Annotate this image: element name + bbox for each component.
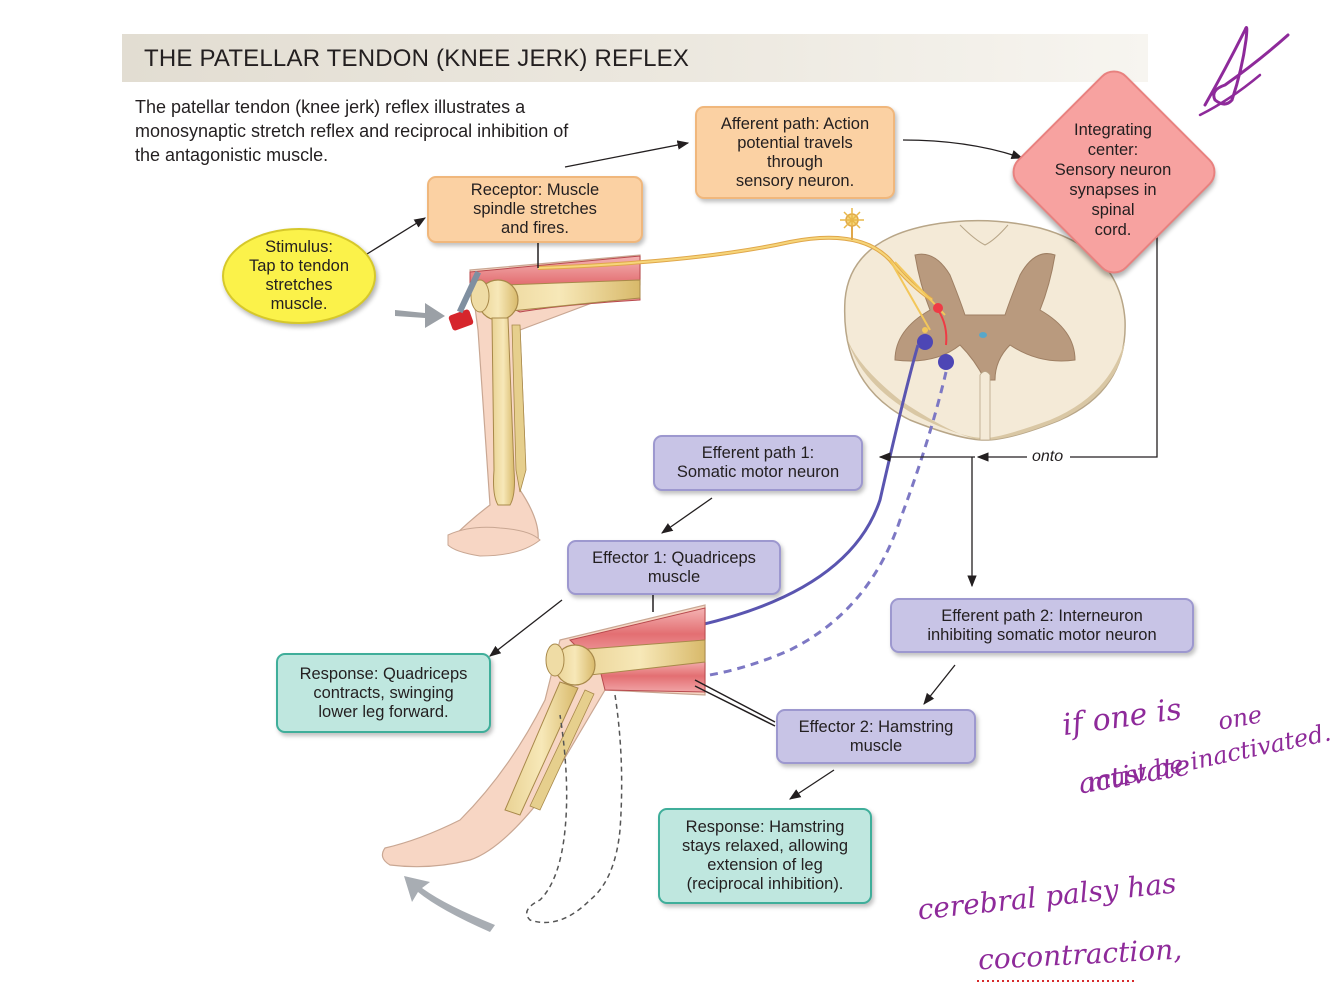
efferent-path-1-box: Efferent path 1: Somatic motor neuron (653, 435, 863, 491)
afferent-path-box: Afferent path: Action potential travels … (695, 106, 895, 199)
response-2-box: Response: Hamstring stays relaxed, allow… (658, 808, 872, 904)
afferent-path-label: Afferent path: Action potential travels … (720, 114, 870, 190)
integrating-center-label: Integrating center: Sensory neuron synap… (1054, 121, 1172, 239)
motor-neurons (672, 309, 954, 685)
upper-leg-illustration (395, 254, 641, 557)
page-title: THE PATELLAR TENDON (KNEE JERK) REFLEX (144, 45, 690, 72)
effector-1-label: Effector 1: Quadriceps muscle (592, 548, 756, 586)
efferent-path-2-label: Efferent path 2: Interneuron inhibiting … (927, 606, 1157, 644)
response-1-box: Response: Quadriceps contracts, swinging… (276, 653, 491, 733)
receptor-label: Receptor: Muscle spindle stretches and f… (470, 181, 600, 237)
lower-leg-illustration (381, 604, 706, 932)
sensory-neuron (537, 208, 946, 333)
receptor-box: Receptor: Muscle spindle stretches and f… (427, 176, 643, 243)
effector-2-box: Effector 2: Hamstring muscle (776, 709, 976, 764)
spinal-cord-illustration (843, 219, 1126, 441)
title-bar: THE PATELLAR TENDON (KNEE JERK) REFLEX (122, 34, 1148, 82)
response-2-label: Response: Hamstring stays relaxed, allow… (682, 818, 848, 893)
efferent-path-1-label: Efferent path 1: Somatic motor neuron (676, 444, 840, 481)
stimulus-label: Stimulus: Tap to tendon stretches muscle… (249, 238, 349, 313)
stimulus-oval: Stimulus: Tap to tendon stretches muscle… (222, 228, 376, 324)
effector-2-label: Effector 2: Hamstring muscle (798, 717, 954, 755)
intro-text: The patellar tendon (knee jerk) reflex i… (135, 97, 569, 165)
effector-1-box: Effector 1: Quadriceps muscle (567, 540, 781, 595)
onto-label: onto (1030, 448, 1066, 466)
flow-arrows (366, 139, 1158, 800)
response-1-label: Response: Quadriceps contracts, swinging… (299, 664, 468, 721)
efferent-path-2-box: Efferent path 2: Interneuron inhibiting … (890, 598, 1194, 653)
pen-mark-icon (1198, 26, 1290, 117)
